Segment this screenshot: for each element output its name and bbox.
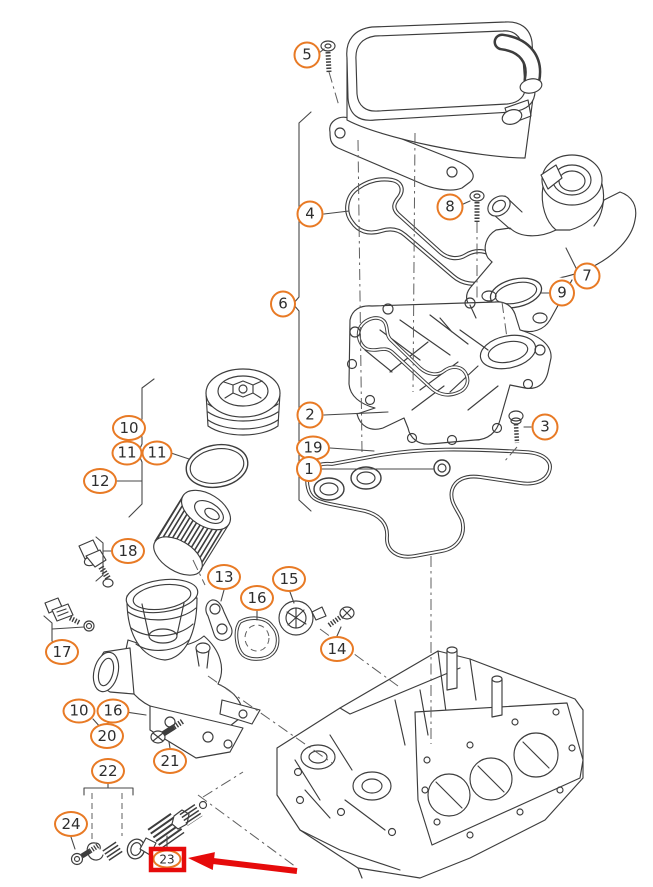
control-valve-23-drawing <box>139 800 208 856</box>
oil-cooler-drawing <box>329 21 543 191</box>
gasket-4-drawing <box>345 177 500 286</box>
seal-ring-9-drawing <box>489 277 543 309</box>
callout-16-b[interactable]: 16 <box>96 698 130 724</box>
cap-oring-drawing <box>185 443 249 489</box>
callout-23[interactable]: 23 <box>152 849 182 869</box>
callout-22[interactable]: 22 <box>91 758 125 784</box>
filter-housing-drawing <box>92 578 261 759</box>
screw-8-drawing <box>469 190 485 222</box>
callout-8[interactable]: 8 <box>436 193 464 221</box>
adapter-plate-drawing <box>346 297 552 446</box>
callout-14[interactable]: 14 <box>320 636 354 662</box>
coolant-flange-drawing <box>466 154 637 333</box>
callout-16[interactable]: 16 <box>240 585 274 611</box>
bolt-21-drawing <box>150 718 185 744</box>
screw-24-drawing <box>70 842 101 866</box>
screw-3-drawing <box>508 410 524 444</box>
callout-10-b[interactable]: 10 <box>62 698 96 724</box>
callout-17[interactable]: 17 <box>45 639 79 665</box>
callout-11-b[interactable]: 11 <box>141 440 173 466</box>
engine-block-drawing <box>276 646 584 879</box>
callout-9[interactable]: 9 <box>549 279 575 307</box>
callout-21[interactable]: 21 <box>153 748 187 774</box>
cover-gasket-drawing <box>305 447 552 559</box>
callout-12[interactable]: 12 <box>83 468 117 494</box>
callout-5[interactable]: 5 <box>293 41 321 69</box>
callout-6[interactable]: 6 <box>270 290 296 318</box>
pressure-switch-17-drawing <box>44 597 95 632</box>
callout-10[interactable]: 10 <box>112 415 146 441</box>
callout-24[interactable]: 24 <box>54 811 88 837</box>
callout-20[interactable]: 20 <box>90 723 124 749</box>
callout-15[interactable]: 15 <box>272 566 306 592</box>
callout-3[interactable]: 3 <box>531 413 559 441</box>
callout-1[interactable]: 1 <box>296 456 322 482</box>
screw-5-drawing <box>320 40 336 73</box>
callout-4[interactable]: 4 <box>296 200 324 228</box>
callout-7[interactable]: 7 <box>573 262 601 290</box>
thermostat-group-drawing <box>205 599 355 661</box>
callout-13[interactable]: 13 <box>207 564 241 590</box>
callout-18[interactable]: 18 <box>111 538 145 564</box>
filter-cap-drawing <box>205 368 281 436</box>
callout-11[interactable]: 11 <box>111 440 143 466</box>
retainer-group-22-drawing <box>86 838 146 863</box>
filter-element-drawing <box>153 489 231 576</box>
callout-2[interactable]: 2 <box>296 401 324 429</box>
sensor-18-drawing <box>78 539 114 588</box>
